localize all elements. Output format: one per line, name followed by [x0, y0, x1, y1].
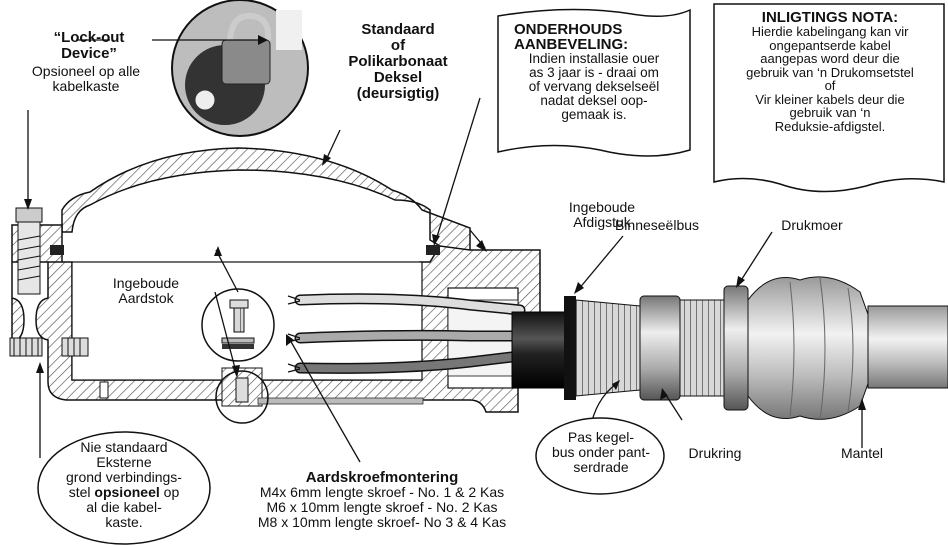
external-earth-bolts	[9, 337, 89, 357]
maint-line: as 3 jaar is - draai om	[529, 65, 659, 80]
cable-outer	[511, 311, 573, 389]
pressure-ring-label: Drukring	[688, 445, 742, 461]
info-line: gebruik van ‘n Drukomsetstel	[746, 64, 914, 80]
lockout-title: “Lock-out Device”	[34, 30, 144, 62]
info-line: Reduksie-afdigstel.	[774, 118, 886, 134]
cone-bush-label: Pas kegel- bus onder pant- serdrade	[542, 430, 660, 475]
cone-bush	[575, 299, 641, 397]
inner-seal-label: Binneseëlbus	[614, 217, 700, 233]
lockout-desc-line-1: Opsioneel op alle	[31, 63, 141, 79]
maint-line: Indien installasie ouer	[528, 51, 660, 66]
earth-rod-callout-circle	[215, 370, 269, 424]
builtin-seal-line-1: Ingeboude	[568, 199, 636, 215]
inner-seal-bush	[564, 296, 576, 400]
ext-earth-line: stel opsioneel op	[40, 485, 208, 500]
external-earth-label: Nie standaard Eksterne grond verbindings…	[40, 440, 208, 530]
info-line: gebruik van ‘n	[789, 105, 871, 120]
lid-seal-left	[50, 245, 64, 255]
cover-line-3: Polikarbonaat	[348, 53, 448, 70]
maint-line: gemaak is.	[561, 107, 627, 122]
cable-wires	[294, 293, 526, 374]
cone-line-1: Pas kegel-	[567, 429, 635, 445]
cable-exit	[867, 305, 948, 389]
info-note-box	[713, 3, 945, 193]
ext-earth-line: al die kabel-	[86, 499, 162, 515]
info-line: aangepas word deur die	[760, 51, 900, 66]
lockout-title-line-2: Device”	[61, 45, 117, 62]
maint-title-1: ONDERHOUDS	[514, 21, 623, 38]
earth-screw-line: M4x 6mm lengte skroef - No. 1 & 2 Kas	[259, 484, 505, 500]
ext-earth-line: Nie standaard	[80, 439, 168, 455]
earth-rod-line-2: Aardstok	[118, 290, 174, 306]
builtin-seal-label: Ingeboude Afdigstuk	[562, 200, 642, 230]
sheath-label: Mantel	[840, 445, 884, 461]
pressure-nut	[723, 285, 749, 411]
earth-screw-line: M6 x 10mm lengte skroef - No. 2 Kas	[266, 499, 498, 515]
ext-earth-word: op	[163, 484, 180, 500]
pressure-ring	[639, 295, 681, 401]
cover-label: Standaard of Polikarbonaat Deksel (deurs…	[328, 22, 468, 102]
earth-rod-label: Ingeboude Aardstok	[96, 276, 196, 306]
maint-title-2: AANBEVELING:	[514, 36, 629, 53]
ext-earth-line: kaste.	[105, 514, 143, 530]
lid-seal-right	[426, 245, 440, 255]
cone-line-3: serdrade	[573, 459, 629, 475]
box-body	[11, 224, 541, 413]
info-line: Hierdie kabelingang kan vir	[751, 24, 909, 39]
cover-line-1: Standaard	[361, 21, 435, 38]
info-line: Vir kleiner kabels deur die	[755, 91, 905, 107]
cone-bubble	[535, 417, 665, 495]
cover-line-4: Deksel	[373, 69, 423, 86]
ext-earth-line: Eksterne	[96, 454, 152, 470]
mantel-shroud	[747, 276, 871, 420]
earth-screw-line: M8 x 10mm lengte skroef- No 3 & 4 Kas	[257, 514, 507, 530]
info-title: INLIGTINGS NOTA:	[761, 9, 899, 26]
info-line: of	[824, 78, 836, 93]
gland-thread	[679, 299, 725, 397]
info-line: ongepantserde kabel	[769, 37, 891, 53]
earth-screw-title: Aardskroefmontering	[305, 469, 459, 486]
cone-line-2: bus onder pant-	[551, 444, 651, 460]
lockout-desc: Opsioneel op alle kabelkaste	[0, 64, 172, 94]
earth-rod-line-1: Ingeboude	[112, 275, 180, 291]
ext-earth-bold: opsioneel	[94, 484, 160, 500]
builtin-seal-line-2: Afdigstuk	[573, 214, 631, 230]
maint-line: nadat deksel oop-	[540, 93, 648, 108]
earth-screw-label: Aardskroefmontering M4x 6mm lengte skroe…	[232, 470, 532, 530]
cover-line-5: (deursigtig)	[356, 85, 440, 102]
lockout-desc-line-2: kabelkaste	[52, 78, 120, 94]
ext-earth-word: stel	[68, 484, 91, 500]
lockout-title-line-1: “Lock-out	[53, 29, 125, 46]
pressure-nut-label: Drukmoer	[781, 217, 843, 233]
maintenance-note: ONDERHOUDS AANBEVELING: Indien installas…	[500, 22, 688, 122]
external-earth-bubble	[37, 431, 211, 545]
ext-earth-line: grond verbindings-	[66, 469, 182, 485]
cover-shape	[61, 147, 471, 263]
info-note: INLIGTINGS NOTA: Hierdie kabelingang kan…	[716, 10, 944, 133]
maint-line: of vervang dekselseël	[528, 79, 660, 94]
maintenance-note-box	[497, 8, 691, 157]
cover-line-2: of	[390, 37, 406, 54]
